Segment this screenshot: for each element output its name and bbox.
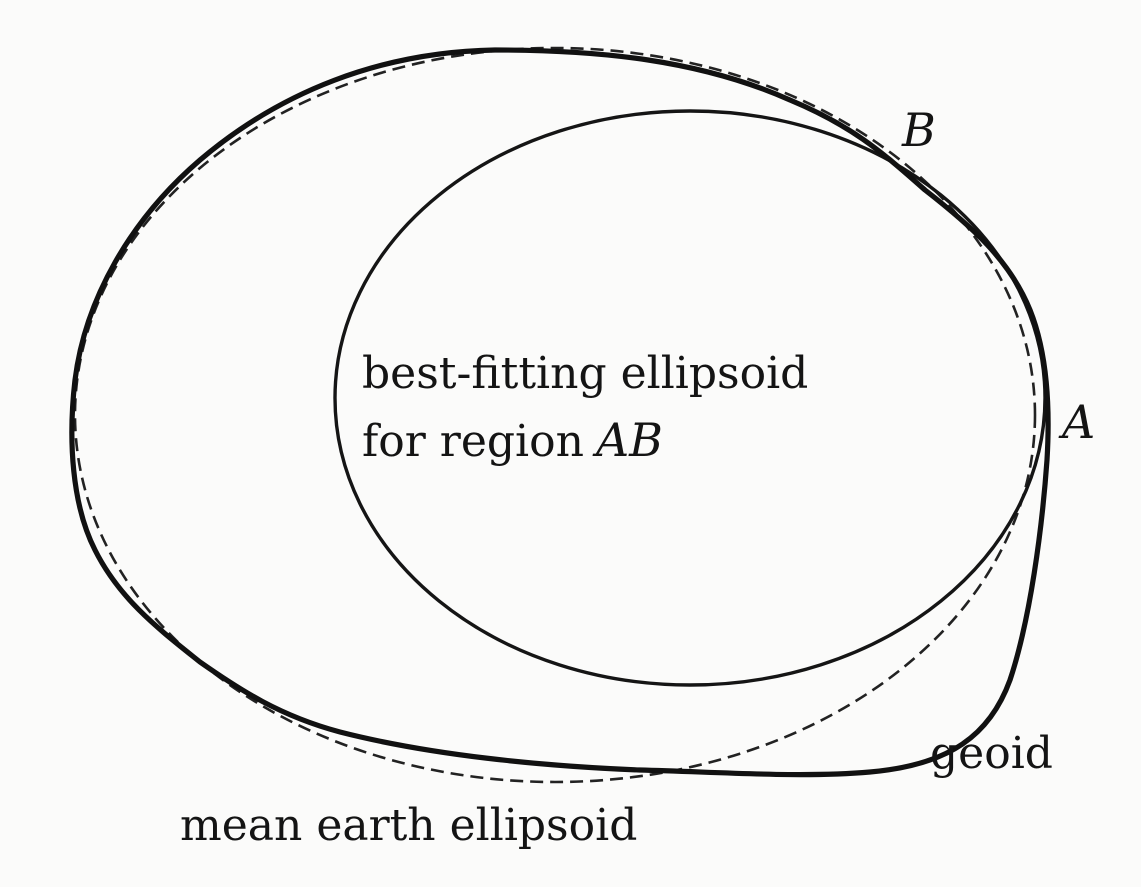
region-prefix-text: for region	[362, 416, 584, 467]
mean-earth-ellipsoid-label: mean earth ellipsoid	[180, 800, 637, 851]
region-ab-text: AB	[592, 413, 663, 467]
best-fitting-ellipsoid-label-line1: best-fitting ellipsoid	[362, 348, 808, 399]
geoid-curve	[69, 47, 1051, 778]
point-a-label: A	[1058, 395, 1095, 449]
geoid-label: geoid	[930, 728, 1053, 779]
point-b-label: B	[901, 103, 936, 157]
mean-earth-ellipsoid-curve	[73, 46, 1037, 784]
